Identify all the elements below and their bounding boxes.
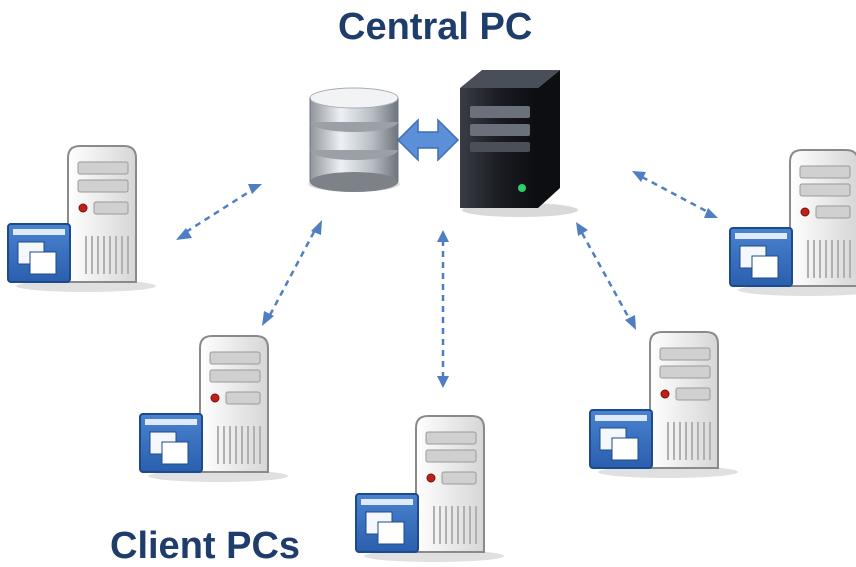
connector-client-5 bbox=[641, 175, 709, 214]
server-tower-icon bbox=[460, 70, 578, 217]
client-computer-icon bbox=[355, 415, 505, 563]
client-computer-icon bbox=[139, 335, 289, 483]
client-computer-icon bbox=[7, 145, 157, 293]
double-arrow-icon bbox=[396, 118, 460, 162]
connector-arrowheads bbox=[176, 171, 718, 388]
database-icon bbox=[308, 87, 400, 192]
central-pc-title: Central PC bbox=[338, 6, 533, 48]
client-pcs-title: Client PCs bbox=[110, 525, 301, 567]
connector-client-2 bbox=[268, 229, 317, 316]
client-computer-icon bbox=[589, 331, 739, 479]
connectors bbox=[185, 175, 709, 378]
connector-client-4 bbox=[580, 232, 632, 321]
client-computer-icon bbox=[729, 149, 856, 297]
connector-client-1 bbox=[185, 188, 253, 234]
